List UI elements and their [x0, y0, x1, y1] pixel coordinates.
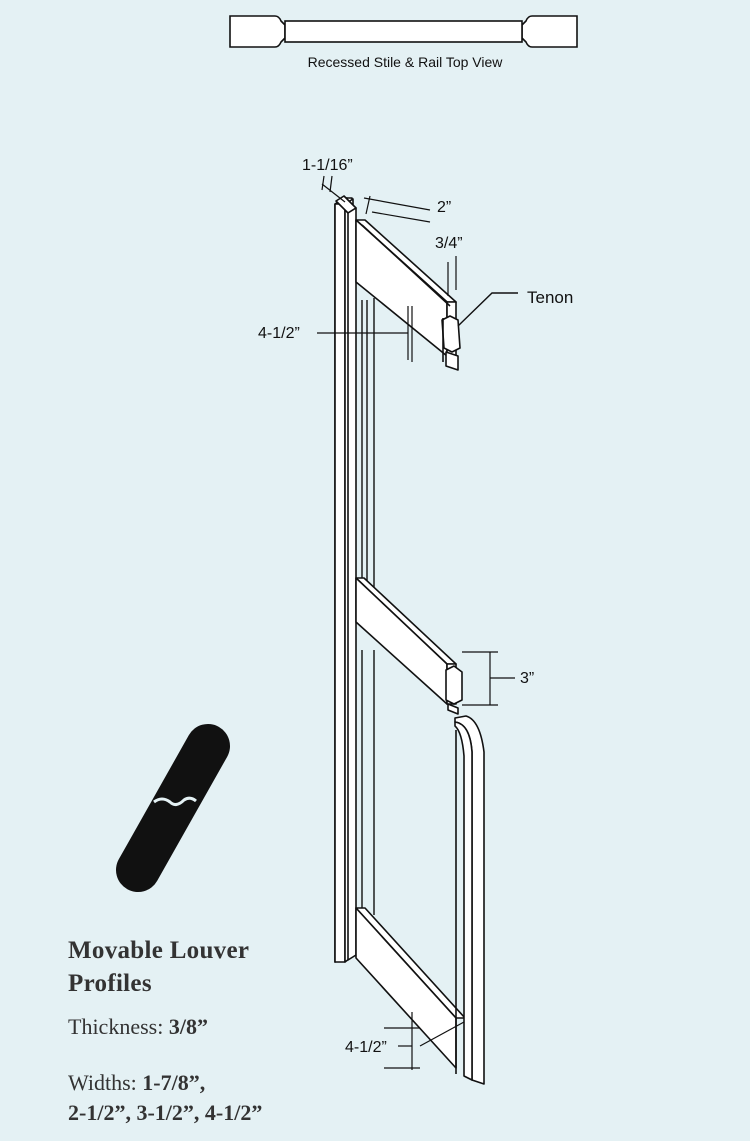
profiles-title-line2: Profiles [68, 970, 152, 997]
dim-bottom-rail-label: 4-1/2” [345, 1039, 387, 1056]
dim-top-rail [317, 306, 413, 362]
top-view-profile [229, 15, 578, 48]
dim-stile-thickness [321, 175, 346, 203]
louver-profile [116, 724, 230, 892]
tenon-leader [457, 292, 518, 327]
dim-middle-rail [462, 651, 515, 706]
profiles-title-line1: Movable Louver [68, 937, 250, 964]
dim-tenon-thickness [447, 256, 457, 296]
thickness-value: 3/8” [168, 1014, 208, 1039]
dim-tenon-thickness-label: 3/4” [435, 235, 463, 252]
dim-stile-width-label: 2” [437, 199, 451, 216]
right-stile [454, 715, 485, 1085]
profiles-title: Movable Louver Profiles [68, 934, 249, 1000]
dim-top-rail-label: 4-1/2” [258, 325, 300, 342]
tenon-label: Tenon [527, 288, 573, 307]
top-rail [355, 219, 461, 371]
widths-line1: 1-7/8”, [142, 1070, 206, 1095]
thickness-spec: Thickness: 3/8” [68, 1012, 208, 1042]
dim-stile-thickness-label: 1-1/16” [302, 157, 353, 174]
widths-label: Widths: [68, 1070, 143, 1095]
dim-bottom-rail [384, 1012, 465, 1070]
thickness-label: Thickness: [68, 1014, 169, 1039]
dim-middle-rail-label: 3” [520, 670, 534, 687]
top-view-caption: Recessed Stile & Rail Top View [308, 54, 504, 70]
widths-line2: 2-1/2”, 3-1/2”, 4-1/2” [68, 1100, 263, 1125]
left-stile [334, 195, 357, 963]
widths-spec: Widths: 1-7/8”, 2-1/2”, 3-1/2”, 4-1/2” [68, 1068, 262, 1128]
middle-rail [355, 577, 463, 715]
dim-stile-width [363, 195, 431, 223]
